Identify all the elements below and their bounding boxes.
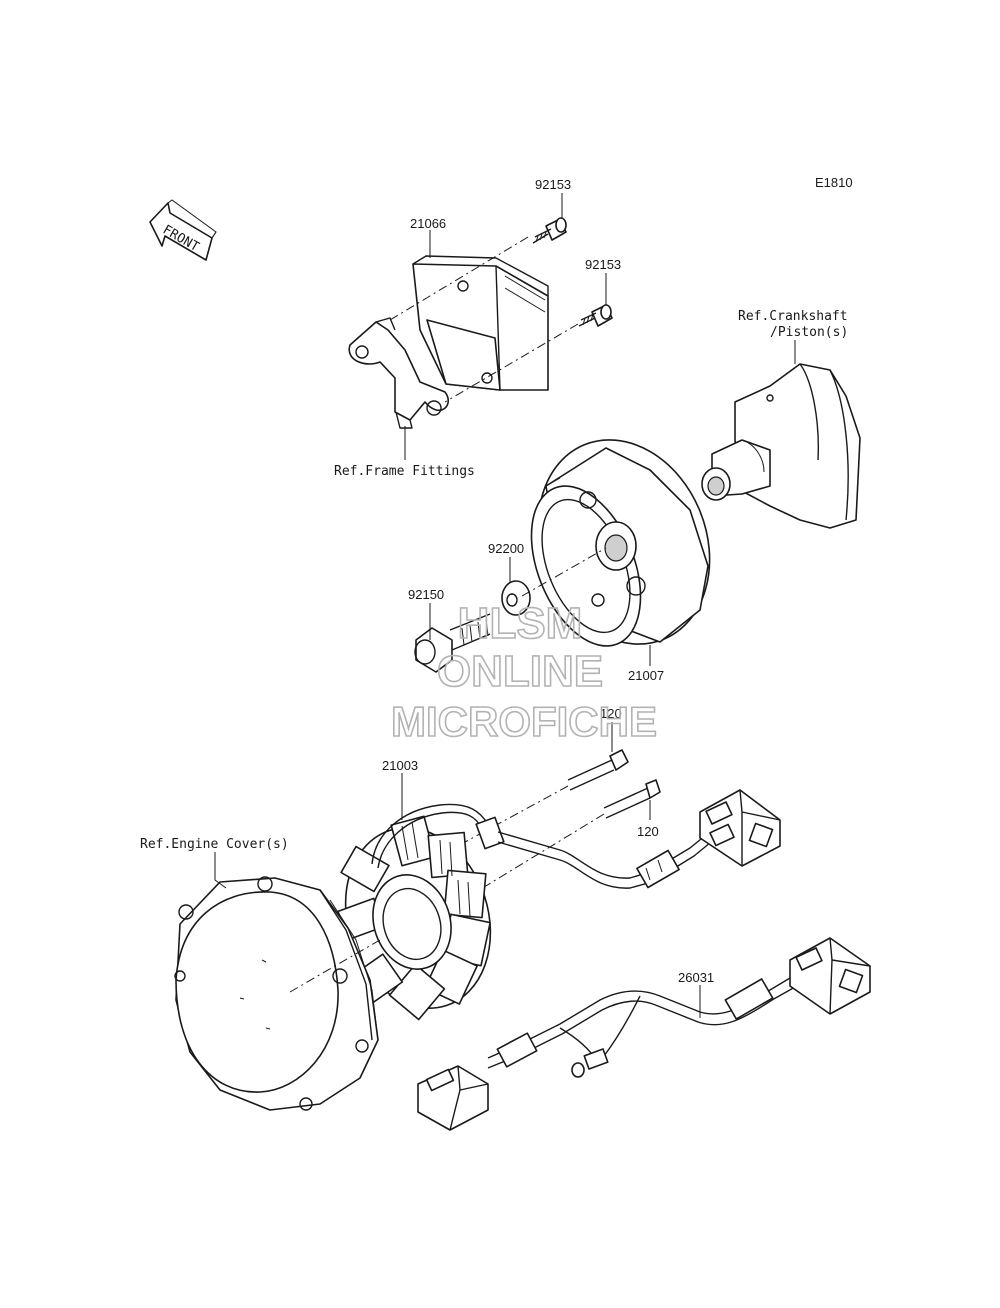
label-21003: 21003 [382,758,418,773]
watermark-line3: MICROFICHE [391,698,657,745]
label-92150: 92150 [408,587,444,602]
bolt-92153-lower [578,304,613,327]
label-engine-cover: Ref.Engine Cover(s) [140,837,289,852]
stator-connector [699,789,781,867]
harness-connector-upper [789,937,871,1015]
leader-lines [214,193,796,1018]
wire-harness [487,971,805,1078]
label-crankshaft: Ref.Crankshaft [738,309,848,324]
engine-cover-ref [174,876,379,1111]
front-arrow-icon: FRONT [149,199,217,261]
bolt-120-upper [567,749,629,791]
regulator-rectifier [412,255,549,391]
label-21007: 21007 [628,668,664,683]
watermark: HLSM ONLINE MICROFICHE [390,598,658,746]
flywheel-rotor [530,439,711,647]
label-26031: 26031 [678,970,714,985]
regulator-bracket [348,317,449,429]
label-21066: 21066 [410,216,446,231]
label-frame-fittings: Ref.Frame Fittings [334,464,475,479]
diagram-code: E1810 [815,175,853,190]
label-pistons: /Piston(s) [770,325,848,340]
bolt-120-lower [603,779,661,819]
label-92200: 92200 [488,541,524,556]
label-92153-upper: 92153 [535,177,571,192]
stator-wire [497,829,717,889]
bolt-92153-upper [532,217,567,244]
harness-connector-lower [417,1065,489,1131]
label-120-upper: 120 [600,706,622,721]
label-120-lower: 120 [637,824,659,839]
watermark-line2: ONLINE [437,647,603,696]
watermark-line1: HLSM [458,599,583,648]
label-92153-lower: 92153 [585,257,621,272]
bolt-92150 [414,613,491,673]
washer-92200 [501,580,531,616]
crankshaft-ref [701,363,861,529]
